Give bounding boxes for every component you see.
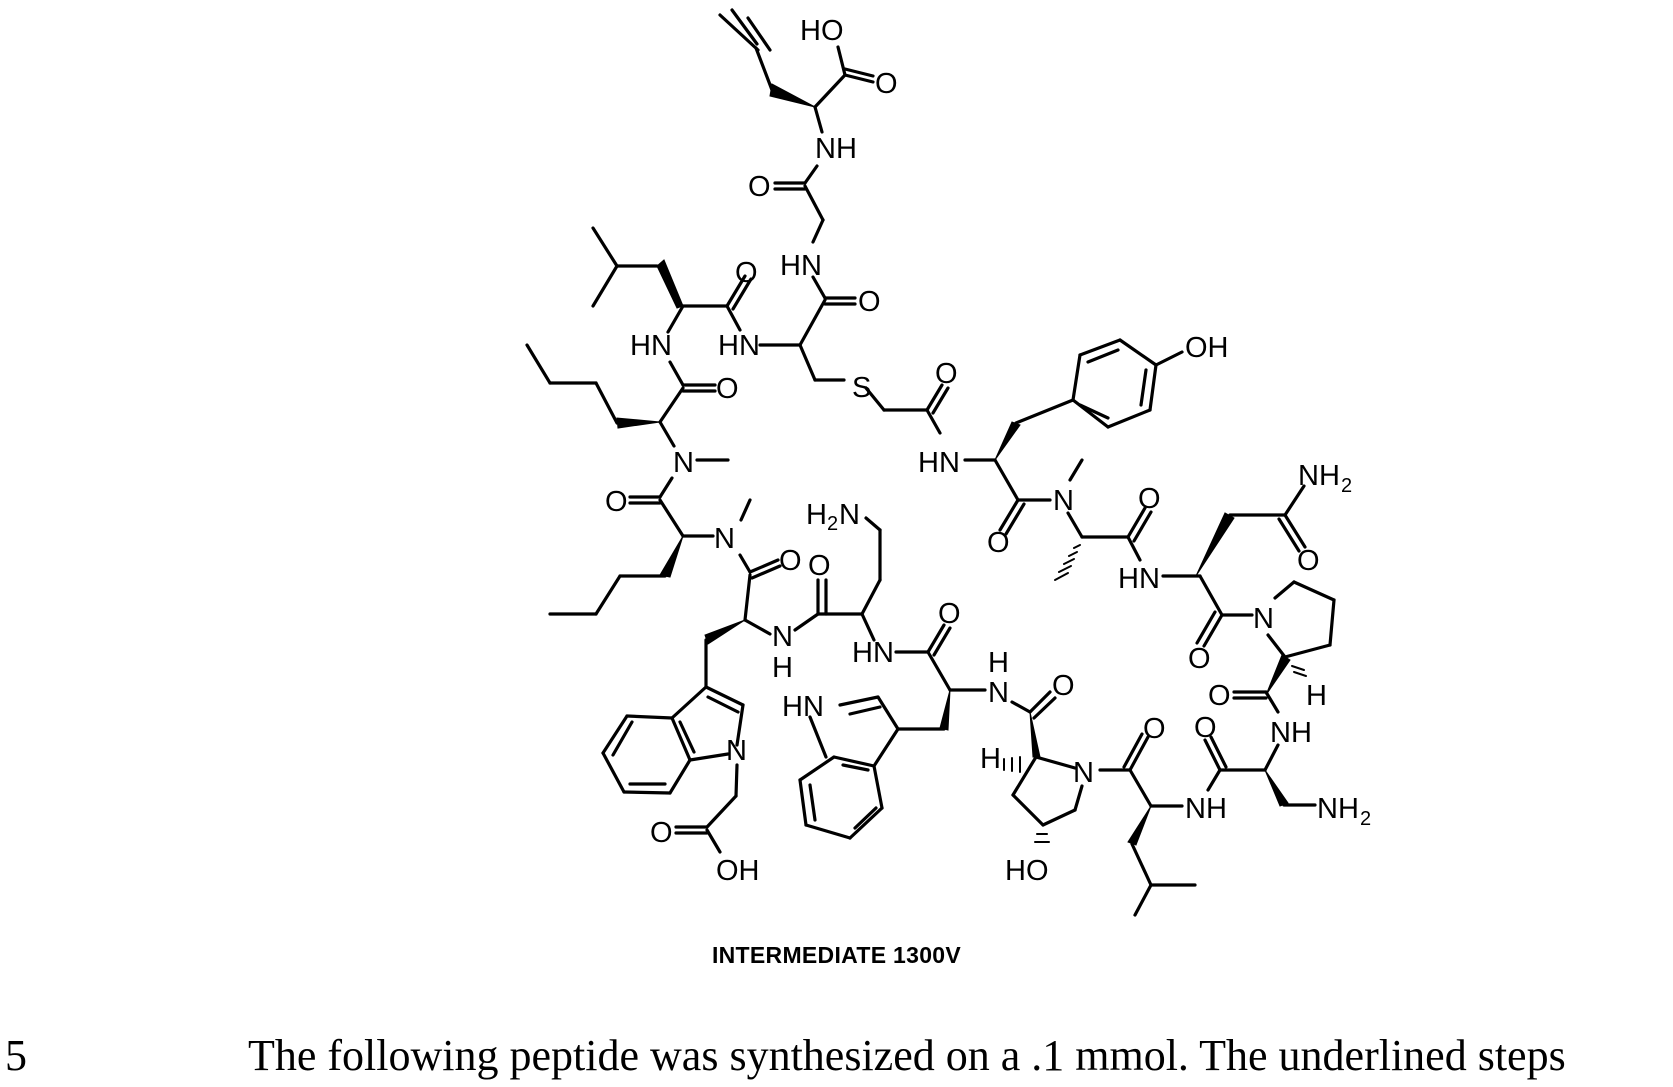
atom-hn: HN [630,330,672,362]
diaminobutyric-acid-residue [793,516,952,692]
atom-nh: NH [1185,793,1227,825]
norleucine-residue-1 [525,343,730,538]
atom-nh2-sub: 2 [1360,808,1371,830]
atom-o: O [808,550,831,582]
atom-h: H [1306,680,1327,712]
atom-o: O [938,598,961,630]
body-paragraph: The following peptide was synthesized on… [248,1031,1566,1080]
atom-ho: HO [800,15,844,47]
atom-n: N [772,621,793,653]
atom-hn: HN [1118,563,1160,595]
atom-o: O [1297,545,1320,577]
tyrosine-residue [963,338,1184,536]
atom-nh2-sub: 2 [1341,475,1352,497]
atom-hn: HN [918,447,960,479]
atom-nh2: NH [1317,793,1359,825]
leucine-residue-1 [591,226,753,393]
atom-nh2: NH [1298,460,1340,492]
atom-o: O [935,358,958,390]
atom-o: O [1194,712,1217,744]
atom-hn: HN [780,250,822,282]
cysteine-glycine [758,275,950,435]
atom-o: O [605,486,628,518]
atom-o: O [779,545,802,577]
atom-o: O [1138,483,1161,515]
atom-o: O [735,257,758,289]
atom-ho: HO [1005,855,1049,887]
atom-n: N [726,735,747,767]
atom-o: O [716,373,739,405]
diaminopropionic-acid-residue [1203,735,1317,807]
atom-hn: HN [718,330,760,362]
atom-nh: NH [815,133,857,165]
chemical-structure-intermediate-1300v: HO O NH O HN O S O O HN HN O [525,8,1371,917]
atom-h2n-n: N [839,499,860,531]
atom-n: N [1073,757,1094,789]
norleucine-residue-2 [548,498,782,616]
line-number: 5 [5,1031,27,1080]
atom-n: N [714,523,735,555]
atom-oh: OH [716,855,760,887]
atom-o: O [1208,680,1231,712]
atom-h2n-sub: 2 [827,513,838,535]
atom-s: S [852,372,871,404]
atom-o: O [875,68,898,100]
atom-h2n-h: H [806,499,827,531]
atom-h: H [980,743,1001,775]
atom-o: O [858,286,881,318]
n-methylalanine-residue [1054,458,1153,581]
tryptophan-residue-2 [798,688,987,840]
propargylglycine-residue [718,8,875,244]
leucine-residue-2 [1122,732,1197,917]
figure-caption: INTERMEDIATE 1300V [711,942,962,968]
tryptophan-residue-1 [601,573,772,854]
atom-n: N [1253,603,1274,635]
atom-hn: HN [782,691,824,723]
atom-oh: OH [1185,332,1229,364]
atom-h: H [988,647,1009,679]
atom-o: O [650,817,673,849]
atom-n: N [988,677,1009,709]
atom-n: N [1053,485,1074,517]
proline-residue [1220,580,1336,714]
atom-o: O [1052,670,1075,702]
atom-o: O [987,527,1010,559]
glutamine-residue [1161,484,1307,648]
atom-o: O [1143,713,1166,745]
atom-o: O [748,171,771,203]
atom-h: H [772,652,793,684]
atom-nh: NH [1270,717,1312,749]
atom-o: O [1188,643,1211,675]
hydroxyproline-residue [1010,690,1132,827]
atom-n: N [673,447,694,479]
atom-hn: HN [852,637,894,669]
hashed-bond [1003,756,1050,843]
